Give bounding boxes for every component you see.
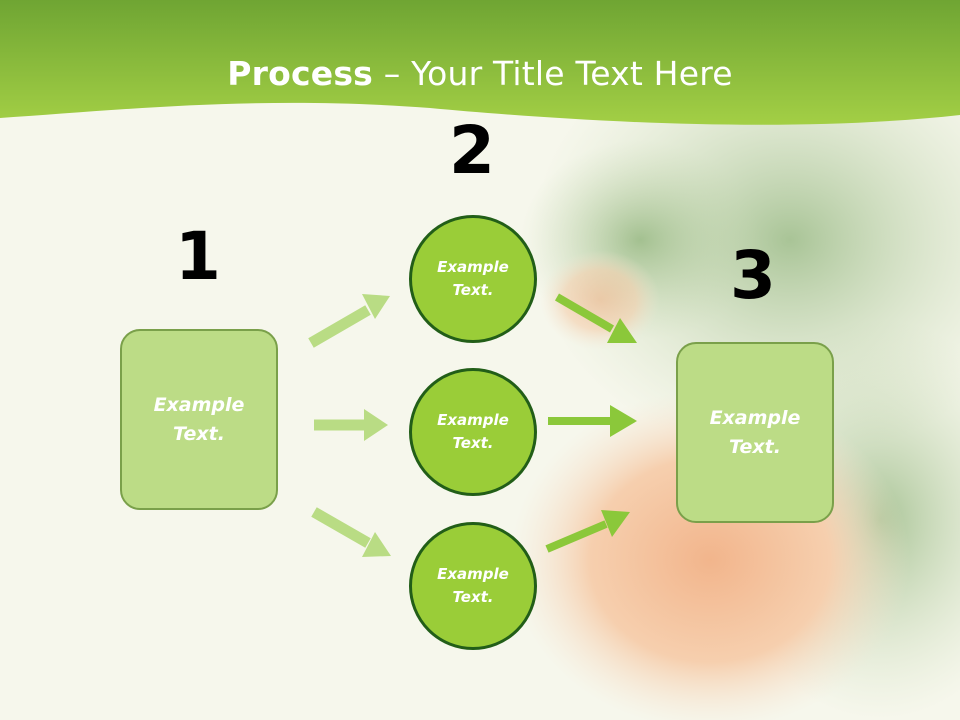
right-box[interactable]: Example Text.: [676, 342, 834, 523]
step-number-3: 3: [730, 237, 776, 314]
arrow-top-to-right: [554, 293, 637, 343]
circle-bottom-line2: Text.: [452, 588, 494, 606]
arrow-bottom-to-right: [545, 510, 630, 553]
step-number-2: 2: [449, 112, 495, 189]
circle-top[interactable]: Example Text.: [409, 215, 537, 343]
slide-title: Process – Your Title Text Here: [0, 52, 960, 96]
circle-top-line1: Example: [437, 258, 509, 276]
left-box-line2: Text.: [173, 422, 225, 445]
left-box-line1: Example: [153, 393, 245, 416]
right-box-line2: Text.: [729, 435, 781, 458]
title-bold: Process: [227, 54, 374, 93]
arrow-middle-to-right: [548, 405, 637, 437]
title-rest: – Your Title Text Here: [373, 54, 733, 93]
step-number-1: 1: [175, 218, 221, 295]
arrow-left-to-middle: [314, 409, 388, 441]
circle-middle-line2: Text.: [452, 434, 494, 452]
circle-bottom[interactable]: Example Text.: [409, 522, 537, 650]
circle-middle-line1: Example: [437, 411, 509, 429]
right-box-line1: Example: [709, 406, 801, 429]
arrow-left-to-bottom: [311, 507, 391, 557]
circle-top-line2: Text.: [452, 281, 494, 299]
circle-middle[interactable]: Example Text.: [409, 368, 537, 496]
left-box[interactable]: Example Text.: [120, 329, 278, 510]
circle-bottom-line1: Example: [437, 565, 509, 583]
arrow-left-to-top: [308, 294, 390, 348]
